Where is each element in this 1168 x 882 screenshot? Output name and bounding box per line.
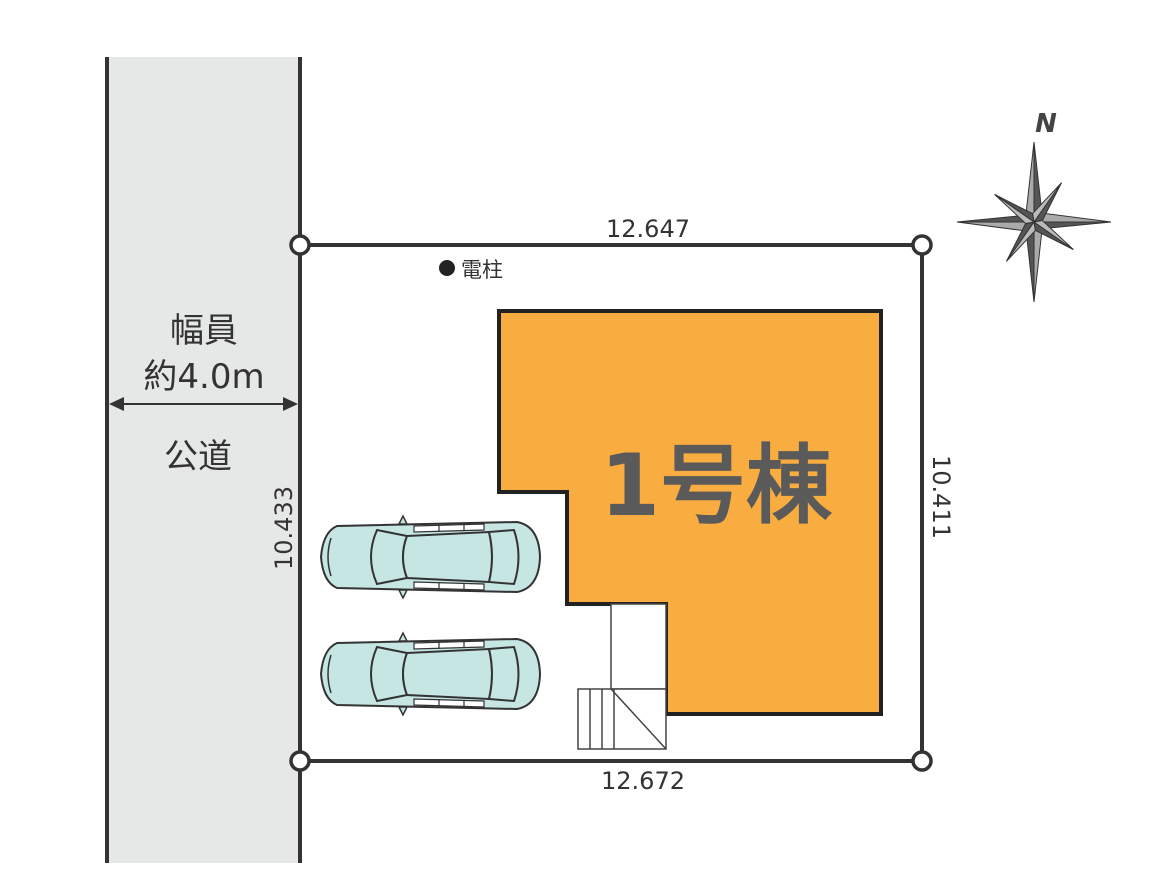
road-width-value: 約4.0m <box>143 357 264 397</box>
compass-north-label: N <box>1035 109 1057 139</box>
lot-left-dimension: 10.433 <box>270 486 298 570</box>
lot-top-dimension: 12.647 <box>606 215 690 243</box>
compass-rose-icon <box>956 141 1112 303</box>
road-width-label: 幅員 <box>170 311 238 351</box>
utility-pole-icon <box>439 260 455 276</box>
parking-car-2-icon <box>320 632 541 716</box>
lot-bottom-dimension: 12.672 <box>601 767 685 795</box>
road-width-arrow <box>109 397 298 411</box>
utility-pole-label: 電柱 <box>461 258 503 282</box>
entrance-steps <box>577 603 667 750</box>
lot-right-dimension: 10.411 <box>927 455 955 539</box>
lot-corner-markers <box>289 234 933 772</box>
parking-car-1-icon <box>320 515 541 599</box>
road <box>107 57 300 863</box>
road-type-label: 公道 <box>164 437 232 477</box>
building-1-label: 1号棟 <box>600 436 833 536</box>
